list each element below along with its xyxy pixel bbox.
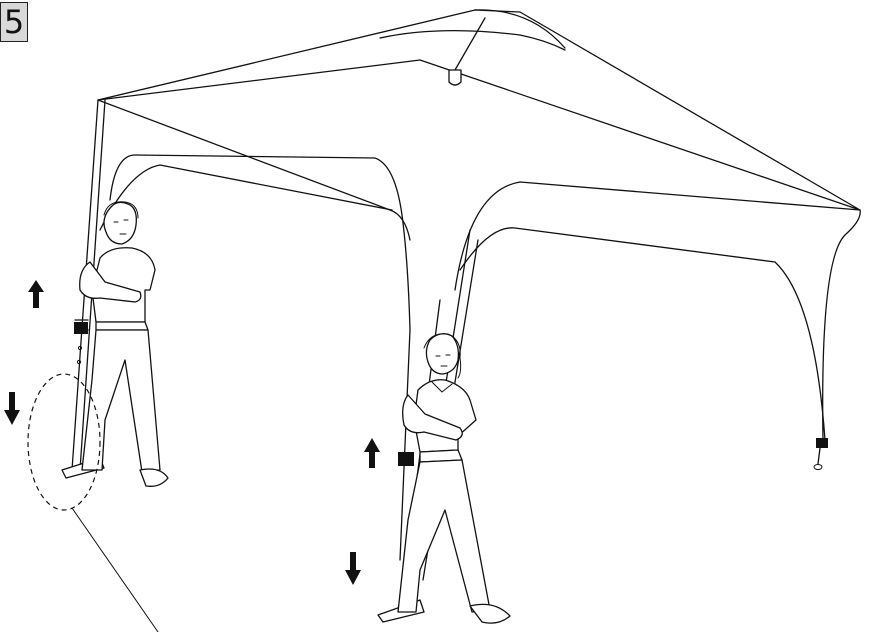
arrow-up-icon [28, 280, 44, 308]
dashed-callout-circle [27, 373, 159, 632]
canopy-roof [97, 9, 861, 241]
arrow-down-icon [4, 392, 20, 425]
step-number-badge: 5 [0, 2, 28, 42]
step-number: 5 [3, 3, 25, 41]
person-right [397, 333, 511, 624]
person-left [79, 201, 169, 487]
arrow-up-icon [364, 438, 380, 468]
arrow-down-icon [345, 552, 361, 585]
